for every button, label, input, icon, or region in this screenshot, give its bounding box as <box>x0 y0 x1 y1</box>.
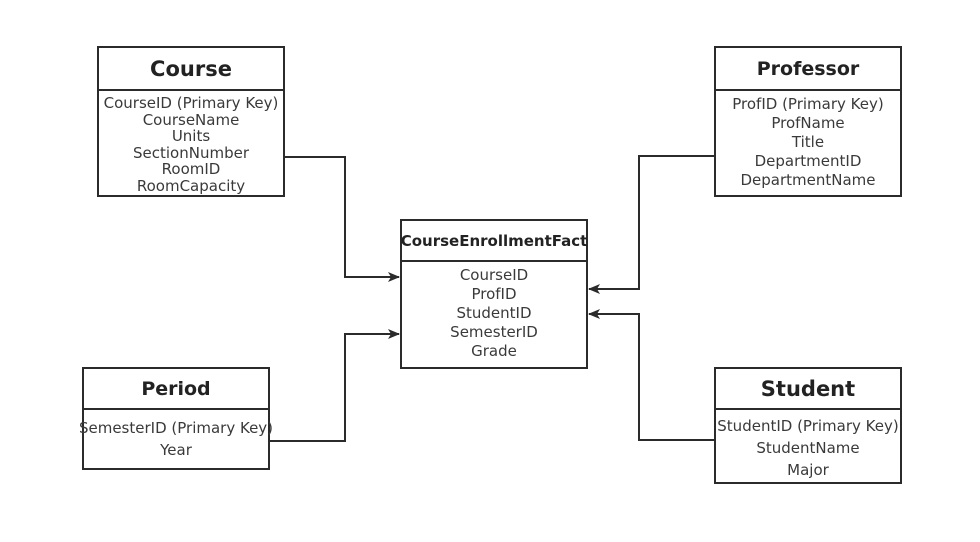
course-attributes: CourseID (Primary Key) CourseName Units … <box>99 91 283 194</box>
fact-attr-semesterid: SemesterID <box>450 323 538 341</box>
student-attr-studentid: StudentID (Primary Key) <box>717 417 899 435</box>
student-entity: Student StudentID (Primary Key) StudentN… <box>714 367 902 484</box>
student-attr-studentname: StudentName <box>756 439 860 457</box>
course-attr-roomid: RoomID <box>161 160 221 178</box>
course-attr-sectionnumber: SectionNumber <box>133 143 249 162</box>
period-entity: Period SemesterID (Primary Key) Year <box>79 367 273 470</box>
professor-attr-profid: ProfID (Primary Key) <box>732 95 884 113</box>
period-title: Period <box>84 369 268 410</box>
fact-attr-courseid: CourseID <box>459 266 529 284</box>
fact-attr-profid: ProfID <box>471 285 517 303</box>
professor-attributes: ProfID (Primary Key) ProfName Title Depa… <box>716 91 900 190</box>
student-to-fact-connector <box>588 309 716 441</box>
student-attributes: StudentID (Primary Key) StudentName Majo… <box>716 410 900 481</box>
student-title: Student <box>716 369 900 410</box>
course-attr-coursename: CourseName <box>142 110 240 129</box>
student-attr-major: Major <box>787 461 829 479</box>
period-attr-semesterid: SemesterID (Primary Key) <box>78 419 274 437</box>
course-attr-roomcapacity: RoomCapacity <box>136 176 246 195</box>
fact-attributes: CourseID ProfID StudentID SemesterID Gra… <box>402 262 586 361</box>
professor-entity: Professor ProfID (Primary Key) ProfName … <box>714 46 902 197</box>
period-attr-year: Year <box>160 441 192 459</box>
professor-attr-departmentname: DepartmentName <box>740 171 876 189</box>
professor-to-fact-connector <box>588 155 716 294</box>
fact-title: CourseEnrollmentFact <box>401 221 587 262</box>
professor-attr-title: Title <box>791 133 825 151</box>
course-attr-courseid: CourseID (Primary Key) <box>103 94 279 112</box>
period-attributes: SemesterID (Primary Key) Year <box>79 410 273 461</box>
course-to-fact-connector <box>283 156 400 282</box>
course-entity: Course CourseID (Primary Key) CourseName… <box>97 46 285 197</box>
fact-attr-grade: Grade <box>471 342 517 360</box>
professor-attr-profname: ProfName <box>771 114 845 132</box>
course-enrollment-fact-entity: CourseEnrollmentFact CourseID ProfID Stu… <box>400 219 588 369</box>
period-to-fact-connector <box>268 329 400 442</box>
course-attr-units: Units <box>171 127 211 145</box>
professor-attr-departmentid: DepartmentID <box>754 152 862 170</box>
professor-title: Professor <box>716 48 900 91</box>
fact-attr-studentid: StudentID <box>456 304 532 322</box>
course-title: Course <box>99 48 283 91</box>
